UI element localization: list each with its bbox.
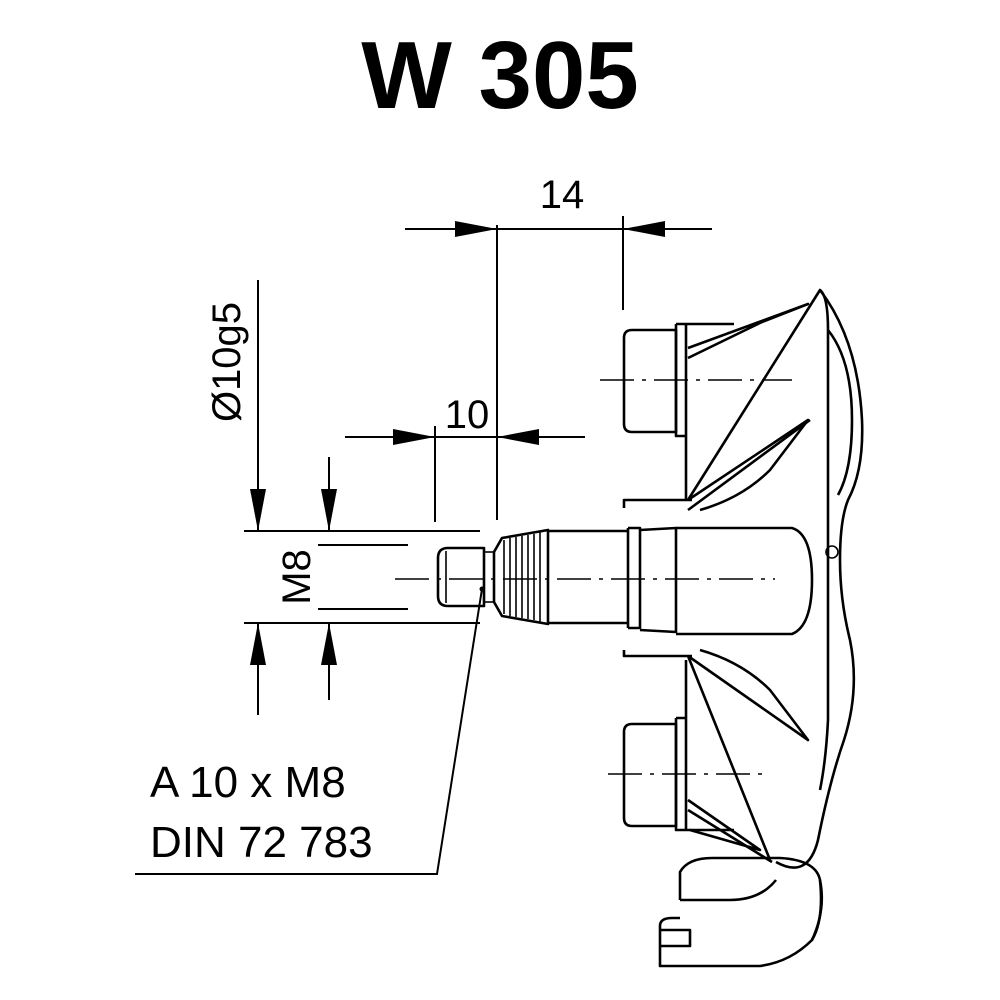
dimension-thread-label: M8 bbox=[275, 549, 319, 605]
lower-bolt bbox=[608, 716, 768, 832]
dimension-diameter: Ø10g5 bbox=[205, 280, 480, 715]
dimension-10-label: 10 bbox=[445, 393, 490, 437]
callout-line-1: A 10 x M8 bbox=[150, 758, 346, 807]
shaft bbox=[395, 526, 814, 636]
dimension-thread: M8 bbox=[275, 457, 408, 700]
dimension-14: 14 bbox=[405, 173, 712, 520]
callout-line-2: DIN 72 783 bbox=[150, 818, 373, 867]
dimension-10: 10 bbox=[345, 393, 585, 522]
dimension-14-label: 14 bbox=[540, 173, 585, 217]
dimension-diameter-label: Ø10g5 bbox=[205, 302, 249, 422]
housing bbox=[622, 288, 864, 968]
drawing-title: W 305 bbox=[361, 22, 638, 129]
